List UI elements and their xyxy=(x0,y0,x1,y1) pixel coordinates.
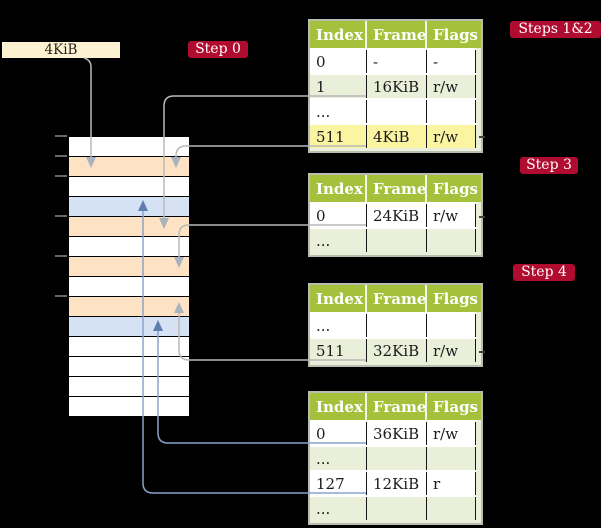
table-row: 0 24KiB r/w xyxy=(310,202,476,227)
cell-frame xyxy=(367,497,427,520)
column-header-frame: Frame xyxy=(367,285,427,312)
table-row: 0 36KiB r/w xyxy=(310,420,476,445)
memory-row-plain xyxy=(69,276,189,296)
memory-row-plain xyxy=(69,396,189,416)
column-header-frame: Frame xyxy=(367,21,427,48)
table-row: 127 12KiB r xyxy=(310,470,476,495)
memory-row-pagetable xyxy=(69,156,189,176)
table-row: ... xyxy=(310,98,476,123)
column-header-index: Index xyxy=(310,285,367,312)
cell-frame xyxy=(367,314,427,337)
memory-rows xyxy=(69,137,189,416)
cell-frame xyxy=(367,100,427,123)
page-table-level-3: Index Frame Flags ... 511 32KiB r/w xyxy=(308,283,483,367)
page-size-label: 4KiB xyxy=(2,42,120,58)
cell-flags xyxy=(427,314,476,337)
cell-flags: - xyxy=(427,50,476,73)
memory-map xyxy=(68,136,190,417)
column-header-flags: Flags xyxy=(433,397,478,416)
table-row-highlighted: 511 4KiB r/w xyxy=(310,123,476,148)
column-header-index: Index xyxy=(310,21,367,48)
memory-row-pagetable xyxy=(69,296,189,316)
cell-frame xyxy=(367,229,427,252)
badge-steps-1-2: Steps 1&2 xyxy=(510,21,601,38)
memory-row-plain xyxy=(69,236,189,256)
cell-flags xyxy=(427,100,476,123)
badge-step-4: Step 4 xyxy=(513,264,575,281)
column-header-flags: Flags xyxy=(433,289,478,308)
memory-row-plain xyxy=(69,356,189,376)
cell-index: 0 xyxy=(310,422,367,445)
cell-flags: r/w xyxy=(427,422,476,445)
column-header-index: Index xyxy=(310,175,367,202)
cell-index: 0 xyxy=(310,50,367,73)
column-header-flags: Flags xyxy=(433,25,478,44)
memory-row-plain xyxy=(69,137,189,156)
column-header-index: Index xyxy=(310,393,367,420)
page-table-level-2: Index Frame Flags 0 24KiB r/w ... xyxy=(308,173,483,257)
memory-row-data xyxy=(69,316,189,336)
column-header-frame: Frame xyxy=(367,175,427,202)
memory-row-pagetable xyxy=(69,216,189,236)
cell-index: 127 xyxy=(310,472,367,495)
cell-flags: r/w xyxy=(427,339,476,362)
cell-index: 1 xyxy=(310,75,367,98)
cell-frame xyxy=(367,447,427,470)
table-header: Index Frame Flags xyxy=(310,285,481,312)
table-row: 0 - - xyxy=(310,48,476,73)
memory-row-plain xyxy=(69,376,189,396)
cell-frame: 16KiB xyxy=(367,75,427,98)
cell-frame: - xyxy=(367,50,427,73)
table-header: Index Frame Flags xyxy=(310,175,481,202)
cell-index: ... xyxy=(310,447,367,470)
table-row: 511 32KiB r/w xyxy=(310,337,476,362)
badge-step-0: Step 0 xyxy=(188,41,248,58)
cell-flags: r/w xyxy=(427,75,476,98)
cell-flags: r xyxy=(427,472,476,495)
cell-index: 0 xyxy=(310,204,367,227)
memory-row-plain xyxy=(69,336,189,356)
table-row: ... xyxy=(310,227,476,252)
cell-frame: 32KiB xyxy=(367,339,427,362)
cell-index: ... xyxy=(310,100,367,123)
page-boundary-ticks xyxy=(55,135,67,297)
table-row: ... xyxy=(310,312,476,337)
cell-index: 511 xyxy=(310,125,367,148)
table-header: Index Frame Flags xyxy=(310,393,481,420)
cell-flags: r/w xyxy=(427,204,476,227)
badge-step-3: Step 3 xyxy=(520,157,578,174)
column-header-frame: Frame xyxy=(367,393,427,420)
cell-frame: 12KiB xyxy=(367,472,427,495)
cell-index: ... xyxy=(310,497,367,520)
cell-index: ... xyxy=(310,314,367,337)
column-header-flags: Flags xyxy=(433,179,478,198)
page-table-level-4: Index Frame Flags 0 36KiB r/w ... 127 12… xyxy=(308,391,483,525)
cell-index: ... xyxy=(310,229,367,252)
memory-row-pagetable xyxy=(69,256,189,276)
table-header: Index Frame Flags xyxy=(310,21,481,48)
memory-row-plain xyxy=(69,176,189,196)
cell-flags xyxy=(427,447,476,470)
cell-flags: r/w xyxy=(427,125,476,148)
memory-row-data xyxy=(69,196,189,216)
table-row: 1 16KiB r/w xyxy=(310,73,476,98)
cell-index: 511 xyxy=(310,339,367,362)
table-row: ... xyxy=(310,445,476,470)
cell-frame: 4KiB xyxy=(367,125,427,148)
table-row: ... xyxy=(310,495,476,520)
cell-frame: 24KiB xyxy=(367,204,427,227)
cell-flags xyxy=(427,229,476,252)
page-table-level-1: Index Frame Flags 0 - - 1 16KiB r/w ... … xyxy=(308,19,483,153)
cell-flags xyxy=(427,497,476,520)
cell-frame: 36KiB xyxy=(367,422,427,445)
